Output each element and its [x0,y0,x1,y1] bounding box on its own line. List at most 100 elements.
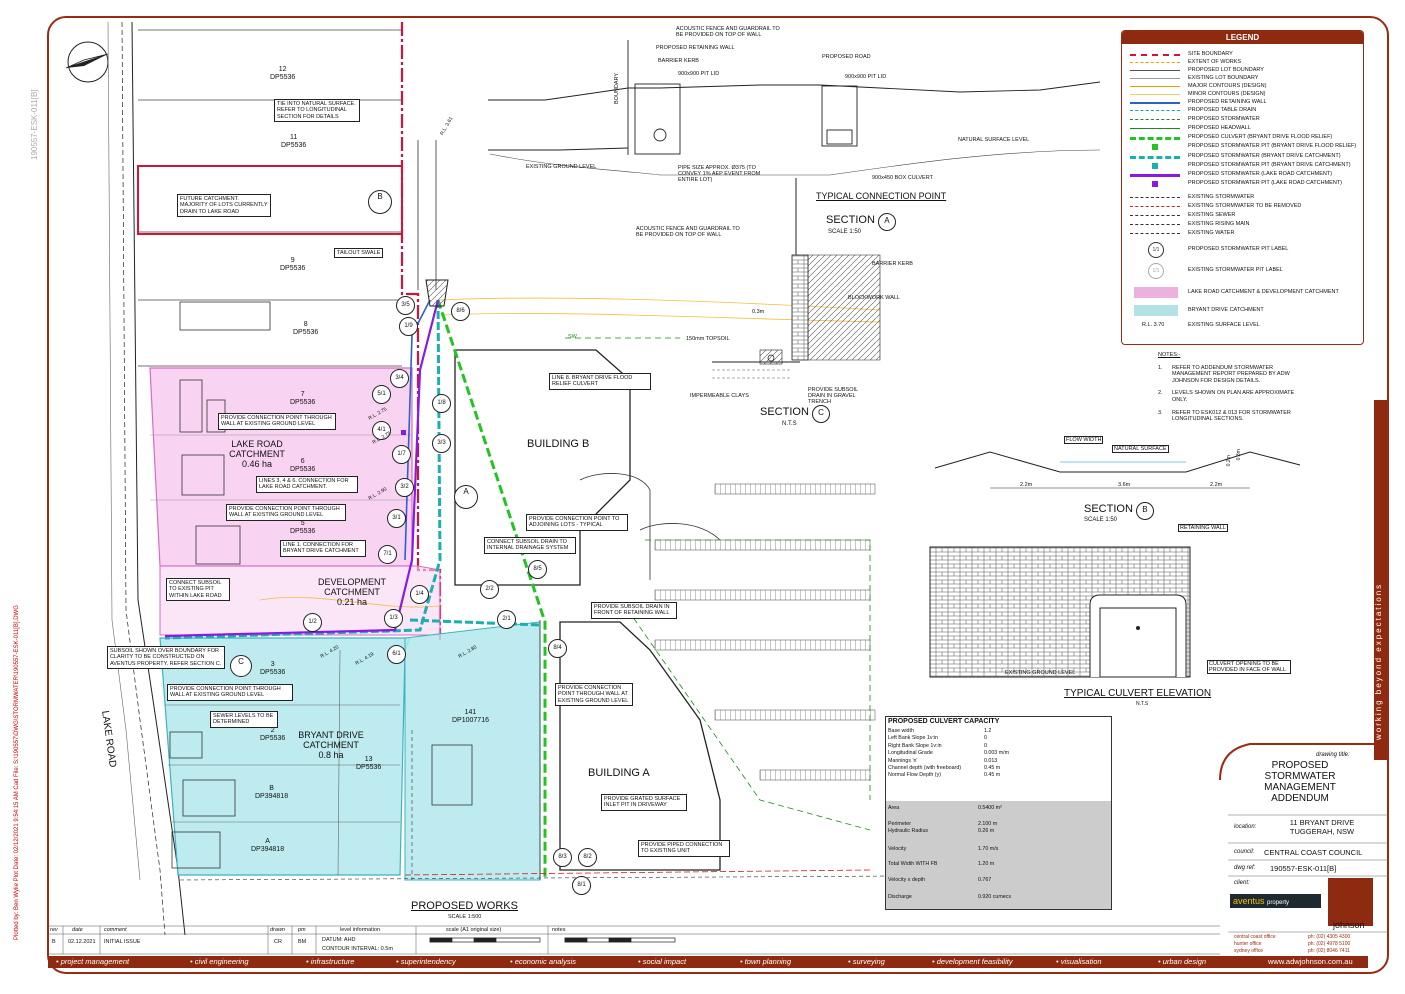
callout: TAILOUT SWALE [334,248,384,259]
legend-swatch [1130,78,1180,79]
notes-label: notes [552,927,566,933]
building-footprints [169,301,473,869]
rev-cell: B [52,939,56,945]
pit-label: 8/2 [578,848,597,867]
footer-service: • surveying [848,957,885,966]
office-name: hunter office [1234,941,1262,947]
legend-swatch [1130,110,1180,111]
office-name: sydney office [1234,948,1264,954]
capacity-input-label: Longitudinal Grade [888,750,933,757]
legend-item: EXISTING RISING MAIN [1122,221,1363,230]
legend-item: PROPOSED STORMWATER (LAKE ROAD CATCHMENT… [1122,171,1363,180]
capacity-input-value: 0.013 [984,757,998,764]
legend-label: PROPOSED HEADWALL [1188,125,1251,131]
legend-item: PROPOSED STORMWATER PIT (BRYANT DRIVE FL… [1122,143,1363,152]
callout: PROVIDE PIPED CONNECTION TO EXISTING UNI… [638,840,730,857]
detail-label: PROPOSED RETAINING WALL [656,45,735,51]
pit-label: 1/7 [392,445,411,464]
detail-label: FLOW WIDTH [1064,436,1104,445]
notes-title: NOTES:- [1158,352,1181,358]
culvert-elevation-scale: N.T.S [1136,701,1149,707]
note-number: 1. [1158,364,1163,371]
legend-label: PROPOSED STORMWATER PIT LABEL [1188,246,1289,252]
client-logo: aventus property [1230,894,1321,908]
capacity-input-label: Right Bank Slope 1v:in [888,742,942,749]
footer-service: • urban design [1158,957,1207,966]
legend-swatch: 1/1 [1148,242,1164,258]
note-text: REFER TO ADDENDUM STORMWATER MANAGEMENT … [1172,364,1290,384]
pit-label: 8/1 [572,876,591,895]
callout: PROVIDE CONNECTION POINT THROUGH WALL AT… [167,684,293,701]
legend-label: MAJOR CONTOURS (DESIGN) [1188,83,1267,89]
legend-item: PROPOSED TABLE DRAIN [1122,107,1363,116]
scale-bar [429,937,676,943]
legend-label: PROPOSED STORMWATER (LAKE ROAD CATCHMENT… [1188,171,1333,177]
legend-item: PROPOSED RETAINING WALL [1122,99,1363,108]
footer-service: • project management [56,957,130,966]
legend-label: PROPOSED STORMWATER [1188,116,1260,122]
detail-label: BARRIER KERB [872,261,913,267]
typical-connection-point-detail [488,40,1101,155]
pit-label: 6/1 [387,645,406,664]
legend-label: EXISTING LOT BOUNDARY [1188,75,1259,81]
pit-label: 8/3 [553,848,572,867]
detail-label: NATURAL SURFACE [1112,445,1169,454]
pit-label: 1/2 [303,613,322,632]
capacity-input-value: 1.2 [984,728,992,734]
note-number: 3. [1158,409,1163,416]
results-panel [886,801,1111,909]
detail-label: RETAINING WALL [1178,524,1228,533]
revision-header: comment [104,927,127,933]
legend-label: EXTENT OF WORKS [1188,59,1242,65]
contour-interval: CONTOUR INTERVAL: 0.5m [322,946,393,952]
legend-item: PROPOSED STORMWATER [1122,116,1363,125]
website-link[interactable]: www.adwjohnson.com.au [1268,957,1353,966]
pit-label: 7/1 [378,545,397,564]
section-b-title: SECTION B [1084,502,1154,520]
detail-label: 0.3m [752,309,765,315]
capacity-input-label: Channel depth (with freeboard) [888,765,962,771]
footer-service: • development feasibility [932,957,1013,966]
legend-item: 1/1 PROPOSED STORMWATER PIT LABEL [1122,242,1363,258]
capacity-result-value: 0.767 [978,877,992,883]
detail-label: BLOCKWORK WALL [848,295,901,301]
rev-drawn-cell: CR [274,939,282,945]
drawing-title-label: drawing title: [1316,752,1350,758]
pit-label: 1/3 [384,609,403,628]
callout: LINES 3, 4 & 6. CONNECTION FOR LAKE ROAD… [256,476,358,493]
revision-header: pm [298,927,306,933]
capacity-result-value: 0.920 cumecs [978,894,1011,900]
legend-swatch [1130,86,1180,87]
legend-label: PROPOSED STORMWATER PIT (BRYANT DRIVE CA… [1188,162,1351,168]
capacity-input-value: 0 [984,735,987,742]
note-item: 1. REFER TO ADDENDUM STORMWATER MANAGEMEN… [1158,365,1302,385]
culvert-capacity-title: PROPOSED CULVERT CAPACITY [888,718,1000,725]
footer-service: • visualisation [1056,957,1102,966]
legend-swatch [1130,137,1180,140]
legend-item: EXISTING STORMWATER TO BE REMOVED [1122,203,1363,212]
legend-swatch [1130,206,1180,207]
pit-label: 8/6 [451,302,470,321]
detail-label: ACOUSTIC FENCE AND GUARDRAIL TO BE PROVI… [676,26,780,39]
detail-label: PROPOSED ROAD [822,54,871,60]
pit-label: 1/8 [432,394,451,413]
legend-swatch [1130,224,1180,225]
legend-swatch [1130,156,1180,159]
section-a-scale: SCALE 1:50 [828,229,862,235]
capacity-result-label: Total Width WITH FB [888,861,938,867]
callout: SUBSOIL SHOWN OVER BOUNDARY FOR CLARITY … [107,646,225,669]
footer-service: • civil engineering [190,957,249,966]
legend-item: PROPOSED STORMWATER PIT (LAKE ROAD CATCH… [1122,180,1363,189]
legend-swatch [1130,215,1180,216]
tagline-strip [1374,400,1388,760]
legend-label: EXISTING SEWER [1188,212,1236,218]
legend-item: LAKE ROAD CATCHMENT & DEVELOPMENT CATCHM… [1122,287,1363,298]
office-phone: ph: (02) 4305 4300 [1308,934,1351,940]
dwg-ref-value: 190557-ESK-011[B] [1270,864,1337,873]
